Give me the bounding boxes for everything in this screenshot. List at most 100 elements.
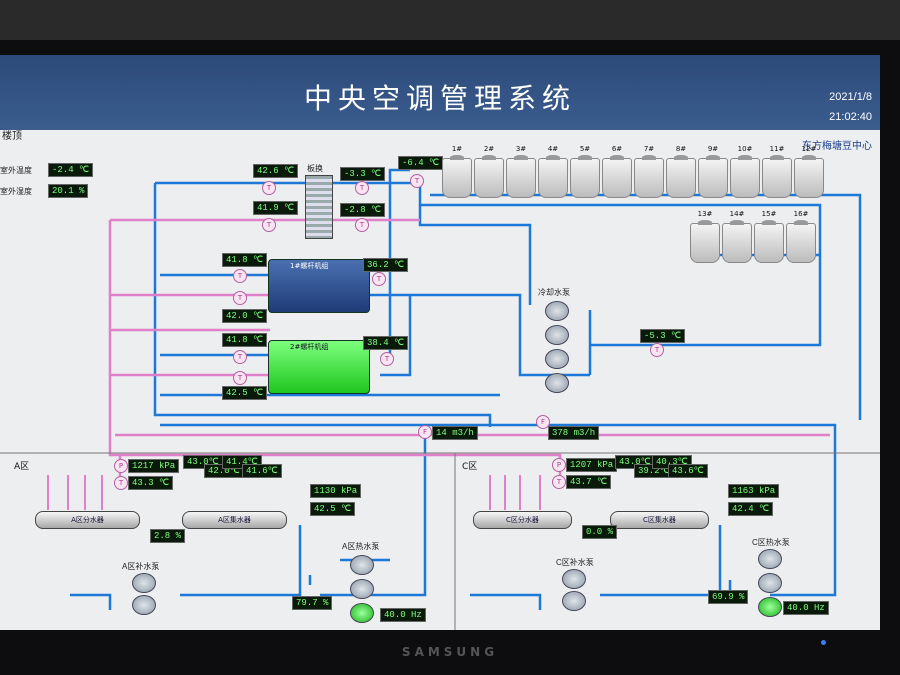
hot-water-pump[interactable] [350,579,374,599]
hot-water-pump[interactable] [350,555,374,575]
sensor-node[interactable]: T [355,218,369,232]
tower-label: 3# [515,145,527,153]
chiller-2-left-temp: 41.8 ℃ [222,333,268,347]
makeup-pump[interactable] [132,573,156,593]
zone-c-collector[interactable]: C区集水器 [610,511,709,529]
tower-label: 8# [675,145,687,153]
header-date: 2021/1/8 [829,91,872,103]
cooling-tower[interactable]: 15# [754,210,784,263]
zone-c-distributor-label: C区分水器 [506,516,539,524]
sensor-node[interactable]: T [410,174,424,188]
tower-label: 6# [611,145,623,153]
sensor-node[interactable]: T [552,475,566,489]
cooling-tower[interactable]: 5# [570,145,600,198]
pipe-network [0,168,880,630]
power-led-icon [821,640,826,645]
sensor-node[interactable]: T [262,181,276,195]
zone-c-hot-pump-label: C区热水泵 [752,538,790,547]
sensor-node[interactable]: T [233,371,247,385]
cooling-tower[interactable]: 14# [722,210,752,263]
zone-c-distributor[interactable]: C区分水器 [473,511,572,529]
flow-meter-node[interactable]: F [536,415,550,429]
outdoor-temp-value: -2.4 ℃ [48,163,94,177]
cooling-tower[interactable]: 12# [794,145,824,198]
tower-label: 7# [643,145,655,153]
return-temp: -5.3 ℃ [640,329,686,343]
tower-label: 4# [547,145,559,153]
chiller-2[interactable] [268,340,370,394]
header-time: 21:02:40 [829,111,872,123]
cooling-tower[interactable]: 3# [506,145,536,198]
chiller-2-below-temp: 42.5 ℃ [222,386,268,400]
sensor-node[interactable]: T [262,218,276,232]
zone-c-pressure: 1207 kPa [566,458,618,472]
chiller-1-left-temp: 41.8 ℃ [222,253,268,267]
cooling-pump[interactable] [545,301,569,321]
plate-heat-exchanger[interactable] [305,175,333,239]
scada-screen: 中央空调管理系统 2021/1/8 21:02:40 楼顶 东方梅塘豆中心 [0,55,880,630]
flow-meter-node[interactable]: F [418,425,432,439]
zone-a-hot-pump-label: A区热水泵 [342,542,380,551]
breadcrumb[interactable]: 楼顶 [2,131,22,142]
tower-label: 9# [707,145,719,153]
cooling-tower[interactable]: 11# [762,145,792,198]
cooling-pump[interactable] [545,325,569,345]
sensor-node[interactable]: T [233,269,247,283]
header-bar: 中央空调管理系统 2021/1/8 21:02:40 [0,55,880,130]
hx-bottom-right-temp: -2.8 ℃ [340,203,386,217]
zone-a-makeup-pump-label: A区补水泵 [122,562,160,571]
outdoor-temp-label: 室外温度 [0,166,32,175]
zone-a-percent: 79.7 % [292,596,333,610]
cooling-tower[interactable]: 9# [698,145,728,198]
company-name: 东方梅塘豆中心 [802,141,872,152]
sensor-node[interactable]: T [380,352,394,366]
zone-a-frequency: 40.0 Hz [380,608,426,622]
flow-a-value: 14 m3/h [432,426,478,440]
zone-a-pressure: 1217 kPa [128,459,180,473]
sensor-node[interactable]: T [233,350,247,364]
pipe-blue [155,181,822,347]
sensor-node[interactable]: T [114,476,128,490]
sensor-node[interactable]: T [372,272,386,286]
cooling-tower[interactable]: 2# [474,145,504,198]
zone-a-distributor[interactable]: A区分水器 [35,511,140,529]
zone-a-collector[interactable]: A区集水器 [182,511,287,529]
cooling-tower[interactable]: 6# [602,145,632,198]
tower-label: 15# [761,210,777,218]
chiller-2-right-temp: 38.4 ℃ [363,336,409,350]
pipe-blue [380,168,412,377]
hot-water-pump[interactable] [758,549,782,569]
chiller-1[interactable] [268,259,370,313]
cooling-tower[interactable]: 8# [666,145,696,198]
cooling-tower[interactable]: 13# [690,210,720,263]
sensor-node[interactable]: T [355,181,369,195]
cooling-pump[interactable] [545,373,569,393]
tower-label: 11# [769,145,785,153]
makeup-pump[interactable] [562,591,586,611]
hot-water-pump[interactable] [758,573,782,593]
outdoor-humidity-label: 室外湿度 [0,187,32,196]
tower-inlet-temp: -6.4 ℃ [398,156,444,170]
cooling-tower[interactable]: 1# [442,145,472,198]
cooling-pump-label: 冷却水泵 [538,288,570,297]
hot-water-pump-running[interactable] [350,603,374,623]
cooling-tower[interactable]: 16# [786,210,816,263]
tower-label: 16# [793,210,809,218]
sensor-node[interactable]: T [233,291,247,305]
cooling-tower[interactable]: 10# [730,145,760,198]
hot-water-pump-running[interactable] [758,597,782,617]
sensor-node[interactable]: T [650,343,664,357]
sensor-node[interactable]: P [114,459,128,473]
zone-c-collector-label: C区集水器 [643,516,676,524]
cooling-tower[interactable]: 7# [634,145,664,198]
cooling-pump[interactable] [545,349,569,369]
makeup-pump[interactable] [132,595,156,615]
tower-label: 14# [729,210,745,218]
zone-a-temp: 43.3 ℃ [128,476,174,490]
zone-c-makeup-pump-label: C区补水泵 [556,558,594,567]
sensor-node[interactable]: P [552,458,566,472]
tower-label: 10# [737,145,753,153]
cooling-tower[interactable]: 4# [538,145,568,198]
makeup-pump[interactable] [562,569,586,589]
zone-c-supply-temp: 42.4 ℃ [728,502,774,516]
